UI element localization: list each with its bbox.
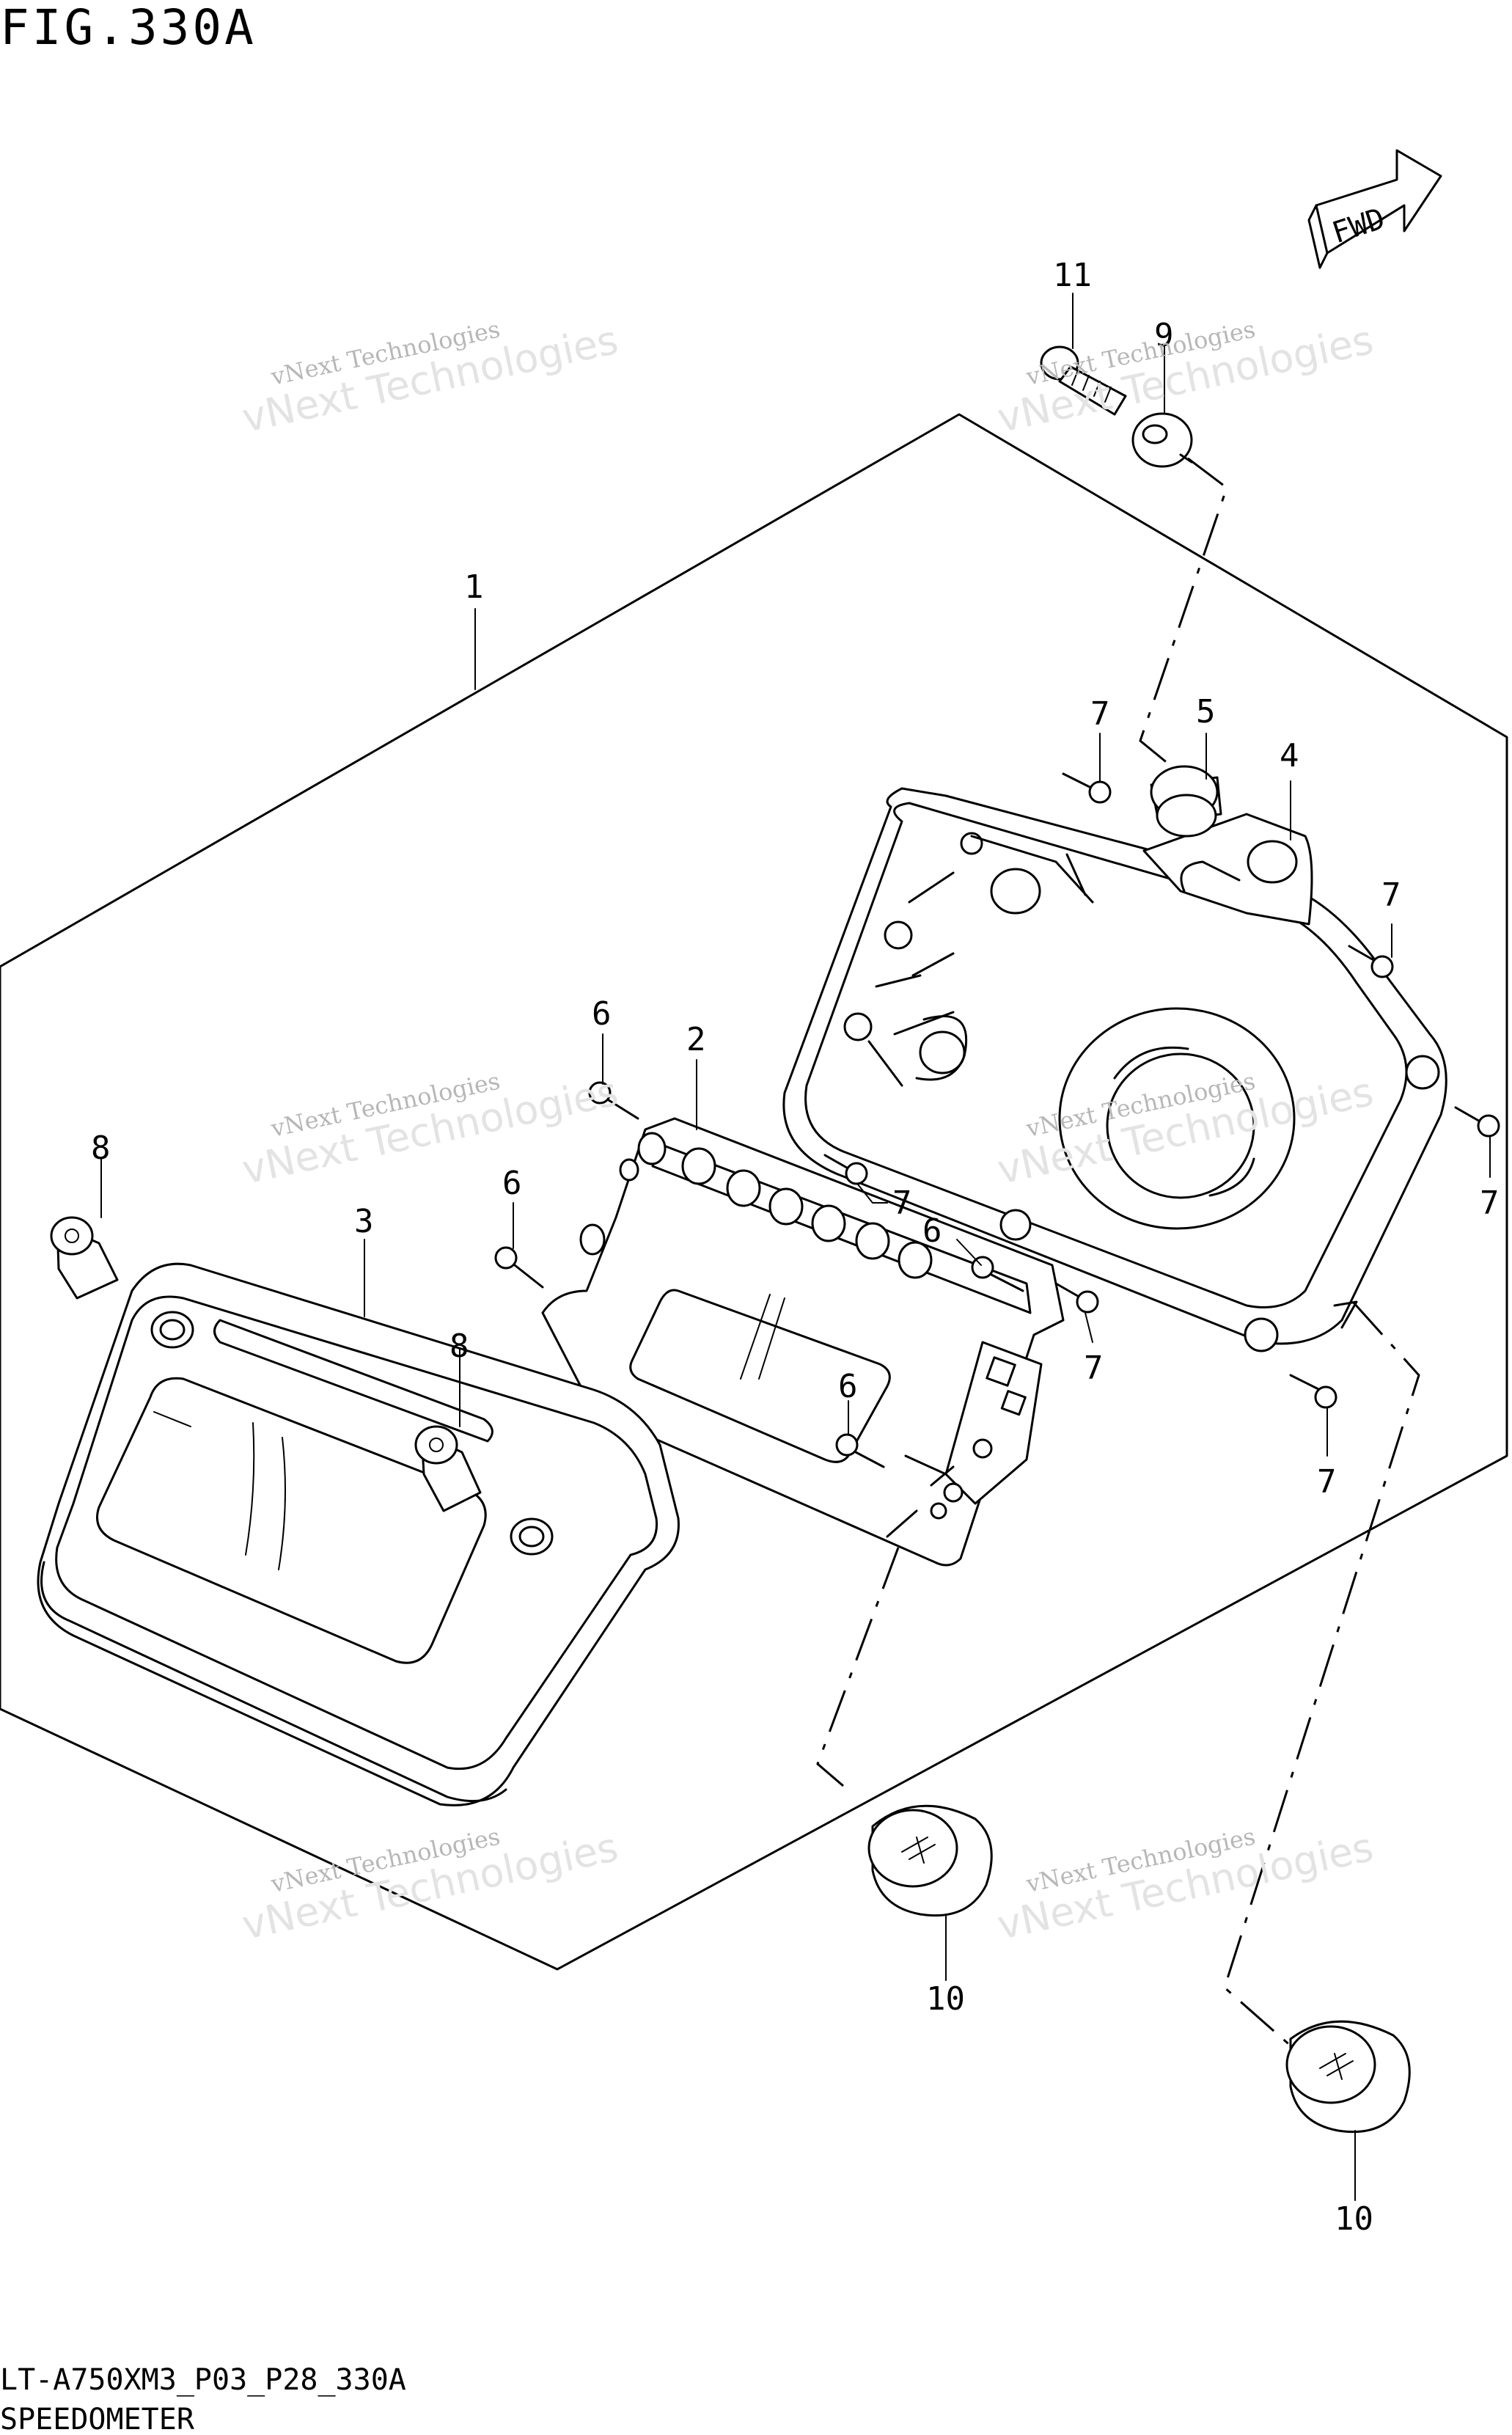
screw-7-c-icon <box>1454 1106 1500 1138</box>
front-cover <box>37 1262 680 1806</box>
bulb-10-lower-icon <box>1285 2020 1411 2134</box>
leader-lines <box>100 293 1491 2201</box>
callout-6-a: 6 <box>592 995 612 1033</box>
callout-7-e: 7 <box>1084 1350 1104 1387</box>
guide-lines <box>816 457 1420 2070</box>
fwd-arrow-icon: FWD <box>1307 149 1442 269</box>
figure-title: FIG.330A <box>0 0 257 56</box>
figure-code: LT-A750XM3_P03_P28_330A <box>0 2363 406 2397</box>
screw-icons <box>494 772 1500 1468</box>
callout-5: 5 <box>1196 693 1216 730</box>
screw-7-e-icon <box>1054 1282 1099 1314</box>
grommet-9-icon <box>1131 412 1193 468</box>
callout-6-b: 6 <box>502 1165 522 1202</box>
screw-7-a-icon <box>1062 772 1112 804</box>
callout-7-f: 7 <box>1317 1463 1337 1501</box>
grommet-5-icon <box>1150 765 1222 838</box>
callout-labels: 1 2 3 4 5 6 6 6 6 7 7 7 7 7 7 7 8 8 9 10… <box>91 257 1500 2238</box>
figure-name: SPEEDOMETER <box>0 2403 195 2435</box>
screw-11-icon <box>1040 345 1127 416</box>
callout-7-b: 7 <box>1381 876 1401 914</box>
callout-11: 11 <box>1053 257 1092 294</box>
callout-9: 9 <box>1154 317 1174 354</box>
screw-6-a-icon <box>588 1081 639 1120</box>
callout-6-c: 6 <box>922 1212 942 1250</box>
callout-1: 1 <box>464 568 484 606</box>
callout-2: 2 <box>686 1021 706 1058</box>
callout-10-b: 10 <box>1335 2200 1373 2238</box>
meter-board <box>541 1117 1065 1567</box>
screw-7-b-icon <box>1348 945 1394 978</box>
callout-7-a: 7 <box>1090 695 1110 733</box>
bolt-8-lower-icon <box>414 1425 482 1512</box>
callout-10-a: 10 <box>926 1980 965 2018</box>
callout-7-c: 7 <box>1480 1184 1500 1222</box>
screw-7-d-icon <box>823 1154 868 1185</box>
rear-case <box>782 787 1447 1352</box>
callout-7-d: 7 <box>892 1184 912 1222</box>
bulb-10-upper-icon <box>867 1804 993 1917</box>
bolt-8-upper-icon <box>50 1216 119 1300</box>
callout-3: 3 <box>354 1203 374 1240</box>
callout-8-b: 8 <box>449 1328 469 1365</box>
screw-7-f-icon <box>1289 1374 1337 1409</box>
indicator-lamps <box>637 1132 933 1279</box>
callout-6-d: 6 <box>838 1368 858 1405</box>
screw-6-d-icon <box>835 1433 885 1468</box>
callout-4: 4 <box>1280 737 1299 775</box>
screw-6-b-icon <box>494 1246 544 1289</box>
assembly-outline <box>0 413 1508 1971</box>
callout-8-a: 8 <box>91 1129 111 1167</box>
